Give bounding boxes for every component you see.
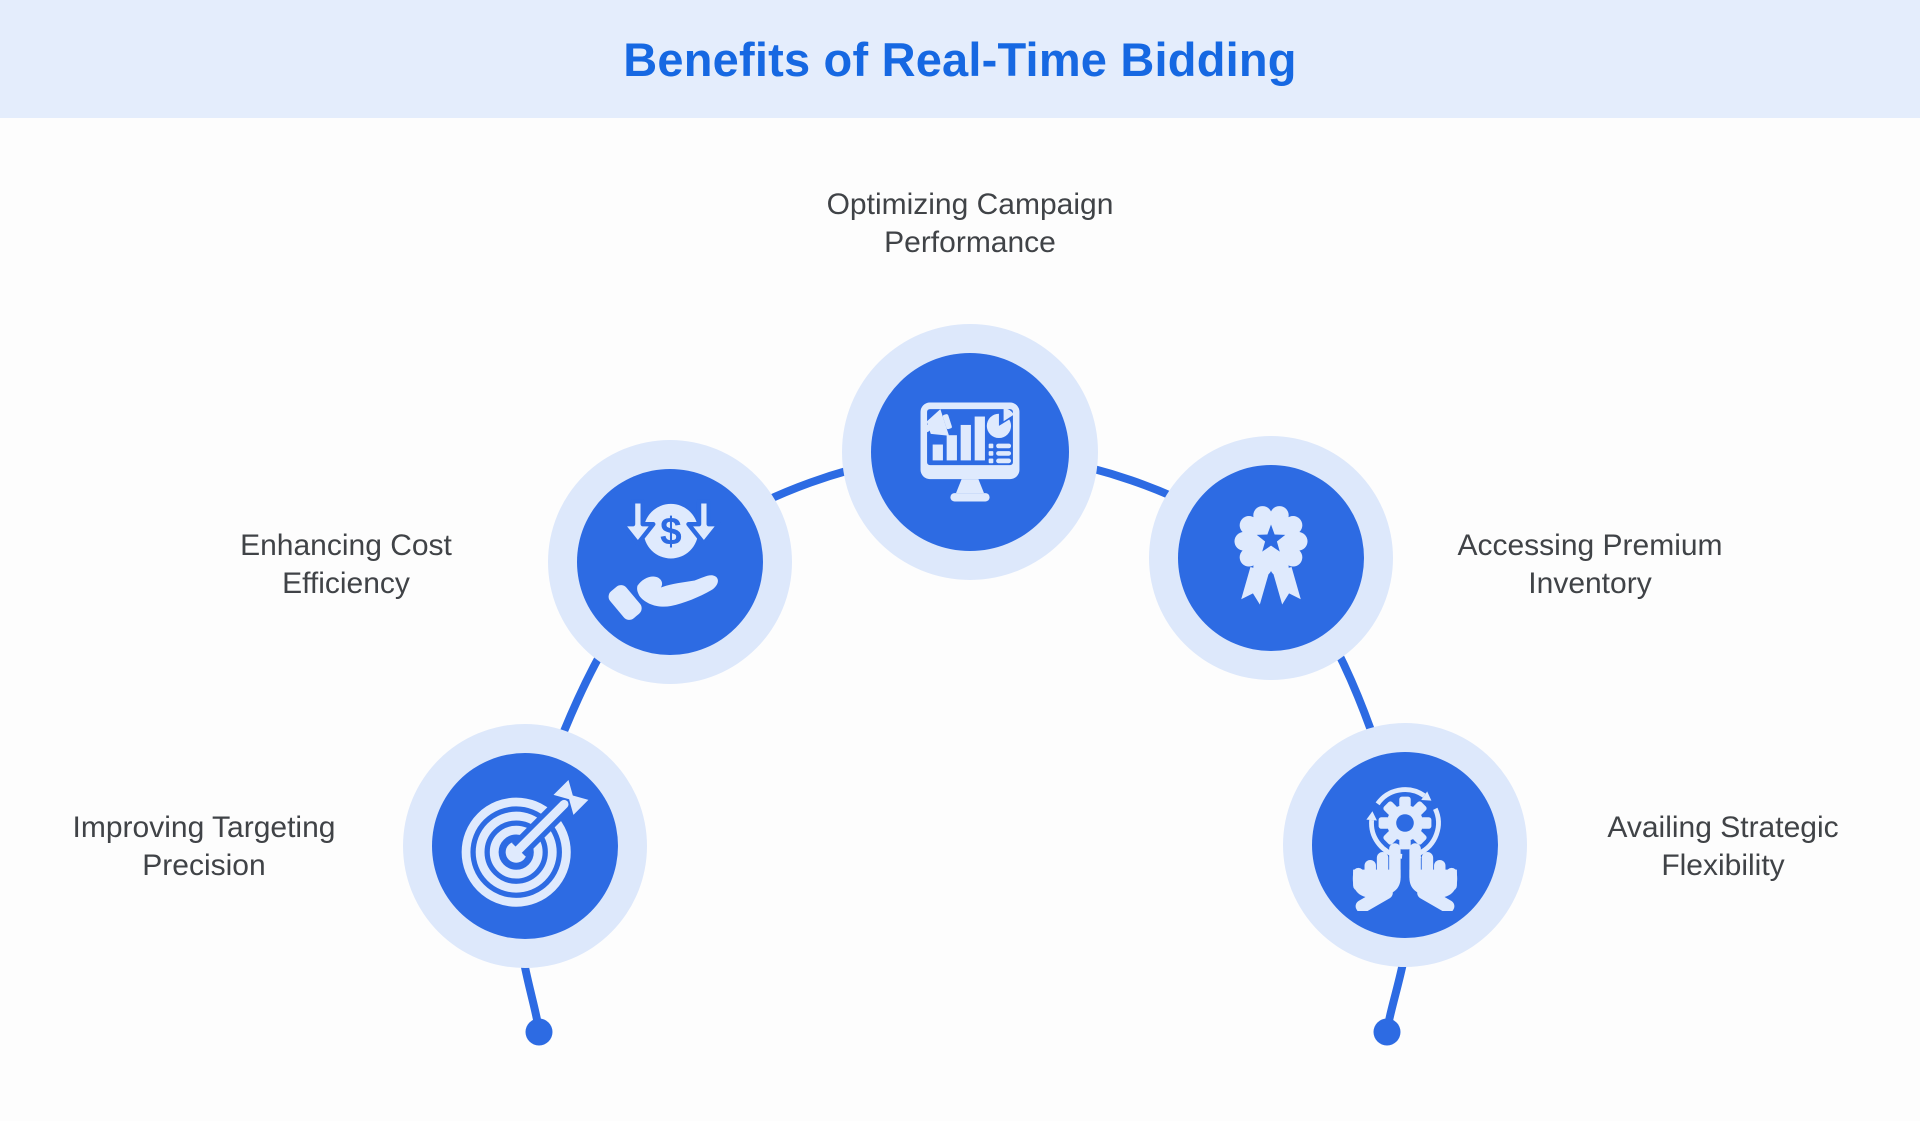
node-inner-circle [1312,752,1498,938]
arc-endpoint-dot-left [525,1018,553,1046]
node-inner-circle [432,753,618,939]
node-enhancing-cost-efficiency: $ [548,440,792,684]
monitor-analytics-icon [920,402,1020,502]
hands-gear-icon [1352,787,1458,911]
title-bar: Benefits of Real-Time Bidding [0,0,1920,118]
arc-endpoint-dot-right [1373,1018,1401,1046]
label-improving-targeting-precision: Improving Targeting Precision [72,811,336,882]
dollar-hand-icon: $ [608,499,722,620]
node-improving-targeting-precision [403,724,647,968]
label-enhancing-cost-efficiency: Enhancing Cost Efficiency [240,529,452,600]
node-optimizing-campaign-performance [842,324,1098,580]
node-accessing-premium-inventory [1149,436,1393,680]
node-inner-circle [871,353,1069,551]
label-accessing-premium-inventory: Accessing Premium Inventory [1457,529,1723,600]
award-badge-icon [1234,506,1308,605]
node-availing-strategic-flexibility [1283,723,1527,967]
dollar-symbol: $ [660,510,682,553]
label-availing-strategic-flexibility: Availing Strategic Flexibility [1607,811,1839,882]
node-inner-circle: $ [577,469,763,655]
target-icon [461,780,589,907]
label-optimizing-campaign-performance: Optimizing Campaign Performance [826,188,1114,259]
page-title: Benefits of Real-Time Bidding [623,32,1297,86]
node-inner-circle [1178,465,1364,651]
